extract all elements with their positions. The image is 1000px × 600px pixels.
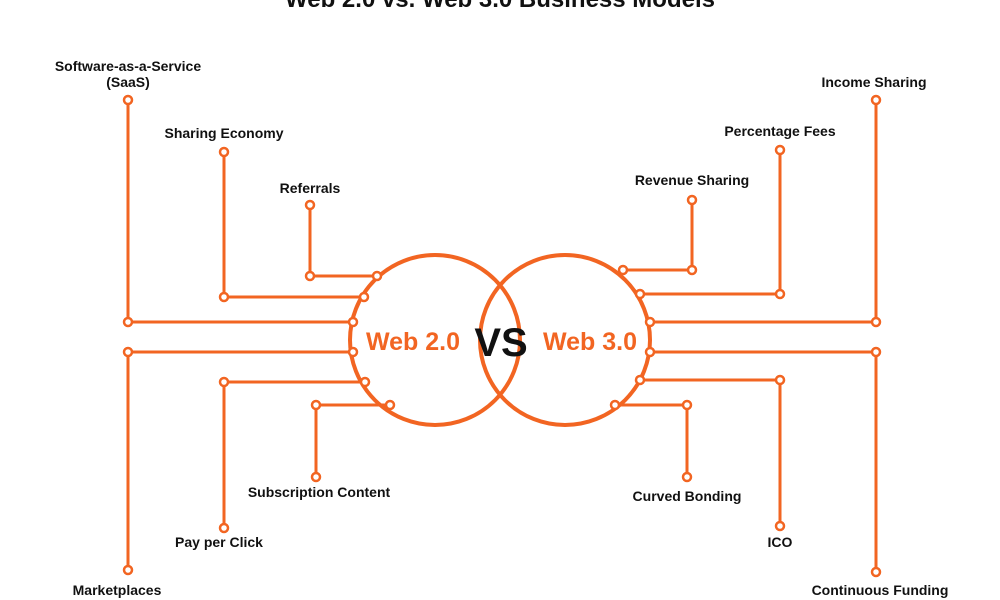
- node-ppc-start: [218, 376, 230, 388]
- node-sharing-start: [218, 291, 230, 303]
- label-percentage-fees: Percentage Fees: [724, 123, 836, 139]
- node-sharing-end: [218, 146, 230, 158]
- web2-circle: [348, 253, 522, 427]
- vs-label: VS: [474, 321, 527, 365]
- label-continuous-funding: Continuous Funding: [811, 582, 949, 598]
- node-percentage-end: [774, 144, 786, 156]
- node-ico-circle: [634, 374, 646, 386]
- label-pay-per-click: Pay per Click: [175, 534, 263, 550]
- node-referrals-circle: [371, 270, 383, 282]
- node-income-end: [870, 94, 882, 106]
- label-saas: Software-as-a-Service (SaaS): [54, 58, 202, 90]
- node-continuous-end: [870, 566, 882, 578]
- label-subscription-content: Subscription Content: [247, 484, 391, 500]
- web3-label: Web 3.0: [543, 328, 637, 356]
- node-percentage-circle: [634, 288, 646, 300]
- node-marketplaces-end: [122, 564, 134, 576]
- node-revenue-circle: [617, 264, 629, 276]
- web2-label: Web 2.0: [366, 328, 460, 356]
- node-referrals-start: [304, 270, 316, 282]
- node-referrals-end: [304, 199, 316, 211]
- node-percentage-start: [774, 288, 786, 300]
- node-subscription-circle: [384, 399, 396, 411]
- node-marketplaces-circle: [347, 346, 359, 358]
- label-referrals: Referrals: [279, 180, 341, 196]
- connector-referrals: [308, 203, 379, 278]
- node-continuous-start: [870, 346, 882, 358]
- node-subscription-start: [310, 399, 322, 411]
- node-curved-circle: [609, 399, 621, 411]
- node-ppc-circle: [359, 376, 371, 388]
- node-continuous-circle: [644, 346, 656, 358]
- node-revenue-end: [686, 194, 698, 206]
- node-income-circle: [644, 316, 656, 328]
- label-income-sharing: Income Sharing: [821, 74, 927, 90]
- connector-ico: [638, 378, 782, 528]
- node-subscription-end: [310, 471, 322, 483]
- node-ico-start: [774, 374, 786, 386]
- label-revenue-sharing: Revenue Sharing: [634, 172, 750, 188]
- label-curved-bonding: Curved Bonding: [632, 488, 742, 504]
- label-marketplaces: Marketplaces: [72, 582, 162, 598]
- node-saas-circle: [347, 316, 359, 328]
- node-saas-start: [122, 316, 134, 328]
- node-income-start: [870, 316, 882, 328]
- connector-subscription-content: [314, 403, 392, 479]
- node-ico-end: [774, 520, 786, 532]
- node-curved-end: [681, 471, 693, 483]
- connector-revenue-sharing: [621, 198, 694, 272]
- label-ico: ICO: [767, 534, 793, 550]
- node-sharing-circle: [358, 291, 370, 303]
- node-marketplaces-start: [122, 346, 134, 358]
- node-curved-start: [681, 399, 693, 411]
- page-title: Web 2.0 vs. Web 3.0 Business Models: [0, 0, 1000, 14]
- node-ppc-end: [218, 522, 230, 534]
- connector-curved-bonding: [613, 403, 689, 479]
- node-saas-end: [122, 94, 134, 106]
- label-sharing-economy: Sharing Economy: [164, 125, 284, 141]
- web3-circle: [478, 253, 652, 427]
- node-revenue-start: [686, 264, 698, 276]
